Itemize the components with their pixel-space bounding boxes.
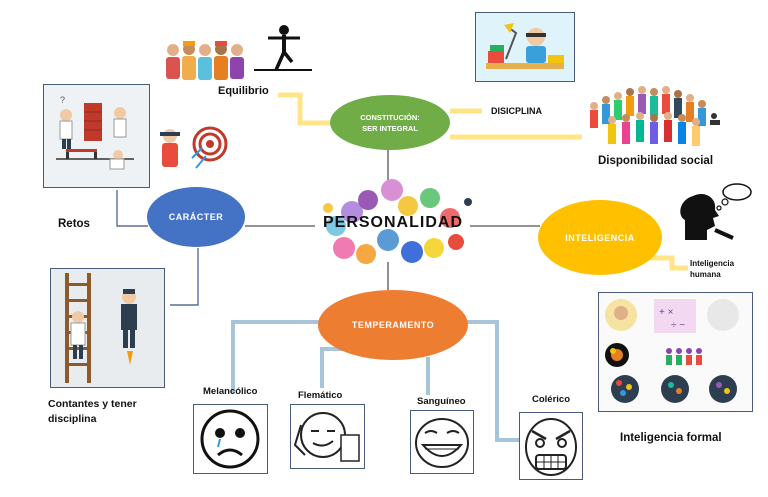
thinking-head-illustration <box>675 180 765 252</box>
inteligencia-formal-label: Inteligencia formal <box>620 432 722 444</box>
link-flematico <box>320 347 346 388</box>
colerico-label: Colérico <box>532 394 571 405</box>
disciplina-label: DISICPLINA <box>491 106 543 116</box>
crowd-icon <box>590 86 720 146</box>
inteligencia-formal-illustration: + × ÷ − <box>598 292 753 412</box>
melancolico-face <box>193 404 268 474</box>
melancolico-label: Melancólico <box>203 386 258 397</box>
retos-label: Retos <box>58 218 90 230</box>
people-group-illustration <box>163 38 248 84</box>
sanguineo-face <box>410 410 474 474</box>
link-disponibilidad <box>450 134 593 150</box>
temperamento-node[interactable]: TEMPERAMENTO <box>318 290 468 360</box>
svg-text:?: ? <box>60 95 65 105</box>
svg-text:+ ×: + × <box>659 307 674 318</box>
caracter-node[interactable]: CARÁCTER <box>147 187 245 247</box>
equilibrio-label: Equilibrio <box>218 85 269 97</box>
balance-icon <box>254 25 312 71</box>
people-icon <box>166 41 244 80</box>
constitucion-node[interactable]: CONSTITUCIÓN: SER INTEGRAL <box>330 95 450 150</box>
study-desk-icon <box>476 13 574 81</box>
colerico-face <box>519 412 583 480</box>
flematico-face <box>290 404 365 469</box>
target-illustration <box>152 118 230 180</box>
contantes-illustration <box>50 268 165 388</box>
tightrope-walker-illustration <box>254 20 312 78</box>
thinking-head-icon <box>680 183 752 240</box>
crowd-illustration <box>582 78 727 150</box>
sad-face-icon <box>200 409 260 469</box>
link-inteligencia-humana <box>650 255 688 271</box>
grin-face-icon <box>415 418 469 468</box>
disponibilidad-label: Disponibilidad social <box>598 155 714 167</box>
emotion-faces-icon <box>323 179 472 264</box>
ladder-icon <box>51 269 164 387</box>
contantes-label: Contantes y tener disciplina <box>48 398 137 425</box>
multiple-intelligences-icon: + × ÷ − <box>599 293 752 411</box>
inteligencia-node[interactable]: INTELIGENCIA <box>538 200 662 275</box>
link-melancolico <box>231 320 328 393</box>
sanguineo-label: Sanguíneo <box>417 396 466 407</box>
flematico-label: Flemático <box>298 390 343 401</box>
link-contantes <box>170 248 199 306</box>
target-icon <box>160 126 228 169</box>
retos-illustration: ? <box>43 84 150 188</box>
relaxed-face-icon <box>293 412 360 462</box>
inteligencia-humana-label: Inteligencia humana <box>690 259 735 279</box>
center-title: PERSONALIDAD <box>322 214 463 231</box>
rage-face-icon <box>525 418 577 476</box>
svg-text:÷ −: ÷ − <box>671 320 685 331</box>
disciplina-illustration <box>475 12 575 82</box>
link-retos <box>116 190 148 227</box>
personalidad-cluster <box>308 178 478 273</box>
link-colerico <box>466 320 520 442</box>
obstacle-wall-icon: ? <box>44 85 149 187</box>
link-equilibrio <box>278 92 330 126</box>
